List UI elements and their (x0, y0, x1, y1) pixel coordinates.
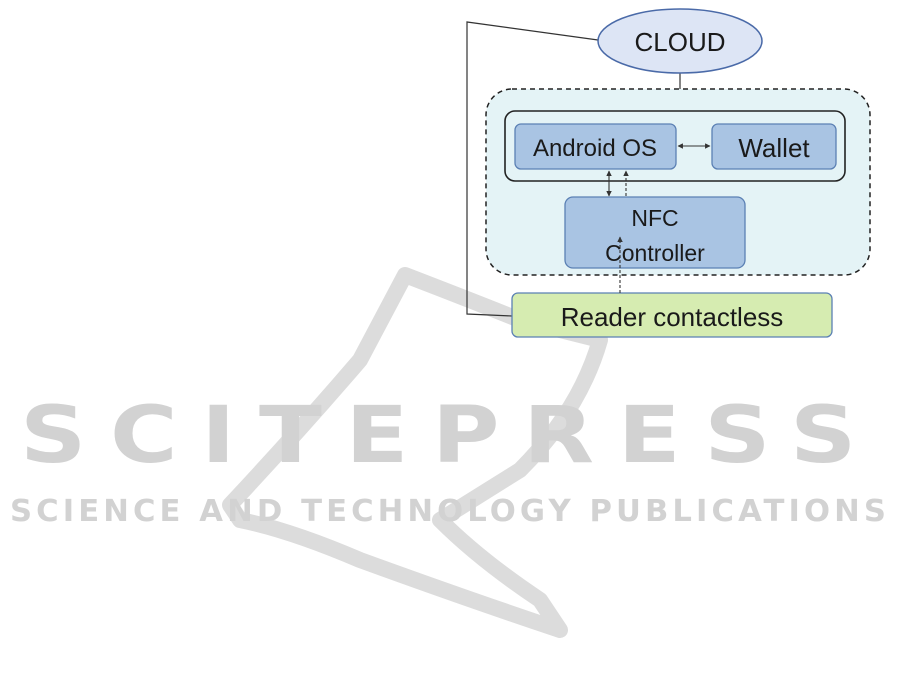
reader-label: Reader contactless (561, 302, 784, 332)
reader-node: Reader contactless (512, 293, 832, 337)
watermark-brand: SCITEPRESS (20, 391, 880, 481)
android-os-label: Android OS (533, 135, 657, 162)
wallet-label: Wallet (738, 133, 810, 163)
wallet-node: Wallet (712, 124, 836, 169)
nfc-controller-label-line1: NFC (631, 205, 678, 231)
android-os-node: Android OS (515, 124, 676, 169)
watermark-tagline: SCIENCE AND TECHNOLOGY PUBLICATIONS (10, 494, 890, 529)
cloud-label: CLOUD (634, 27, 725, 57)
cloud-node: CLOUD (598, 9, 762, 73)
nfc-controller-node: NFC Controller (565, 197, 745, 268)
